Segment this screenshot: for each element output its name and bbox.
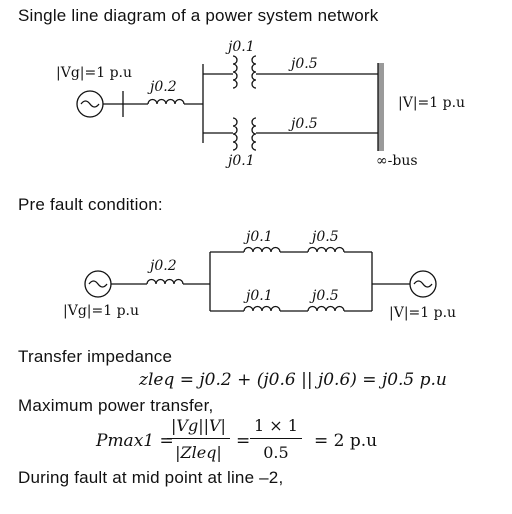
top-inductor-j05 (307, 246, 345, 253)
transformer-top-secondary (251, 55, 257, 89)
series-inductor-j02 (146, 278, 184, 285)
generator-wave (80, 100, 100, 108)
pmax-fraction-1: |Vg||V| |Zleq| (167, 416, 230, 462)
fault-heading: During fault at mid point at line –2, (18, 468, 284, 487)
pmax-denominator-1: |Zleq| (175, 443, 222, 462)
top-branch-label-1: j0.1 (246, 229, 273, 245)
top-branch-label-2: j0.5 (312, 229, 339, 245)
transformer-top-label: j0.1 (228, 39, 255, 55)
left-generator-icon (84, 270, 112, 298)
pmax-denominator-2: 0.5 (263, 443, 289, 462)
generator-icon (76, 90, 104, 118)
line-bottom-label: j0.5 (291, 116, 318, 132)
top-inductor-j01 (243, 246, 281, 253)
page-title: Single line diagram of a power system ne… (18, 6, 379, 25)
series-reactance-label: j0.2 (150, 79, 177, 95)
transformer-bottom-primary (232, 117, 238, 151)
transfer-heading: Transfer impedance (18, 347, 173, 366)
generator-voltage-label: |Vg|=1 p.u (56, 65, 133, 81)
pmax-numerator-1: |Vg||V| (167, 416, 230, 439)
transformer-top-primary (232, 55, 238, 89)
right-generator-icon (409, 270, 437, 298)
bottom-branch-label-1: j0.1 (246, 288, 273, 304)
left-voltage-label: |Vg|=1 p.u (63, 303, 140, 319)
bottom-inductor-j01 (243, 305, 281, 312)
equals-sign: = (236, 431, 251, 451)
pmax-fraction-2: 1 × 1 0.5 (250, 416, 302, 462)
pmax-result: = 2 p.u (314, 431, 378, 451)
bottom-inductor-j05 (307, 305, 345, 312)
bottom-branch-label-2: j0.5 (312, 288, 339, 304)
line-top-label: j0.5 (291, 56, 318, 72)
pmax-numerator-2: 1 × 1 (250, 416, 302, 439)
transformer-bottom-label: j0.1 (228, 153, 255, 169)
zeq-equation: zleq = j0.2 + (j0.6 || j0.6) = j0.5 p.u (139, 370, 447, 390)
bus-voltage-label: |V|=1 p.u (398, 95, 466, 111)
right-voltage-label: |V|=1 p.u (389, 305, 457, 321)
infinite-bus-label: ∞-bus (376, 153, 418, 169)
series-inductor (147, 98, 185, 105)
transformer-bottom-secondary (251, 117, 257, 151)
series-reactance-label-2: j0.2 (150, 258, 177, 274)
infinite-bus-bar (378, 63, 384, 151)
max-power-heading: Maximum power transfer, (18, 396, 214, 415)
pmax-lhs: Pmax1 = (96, 431, 174, 451)
prefault-heading: Pre fault condition: (18, 195, 163, 214)
